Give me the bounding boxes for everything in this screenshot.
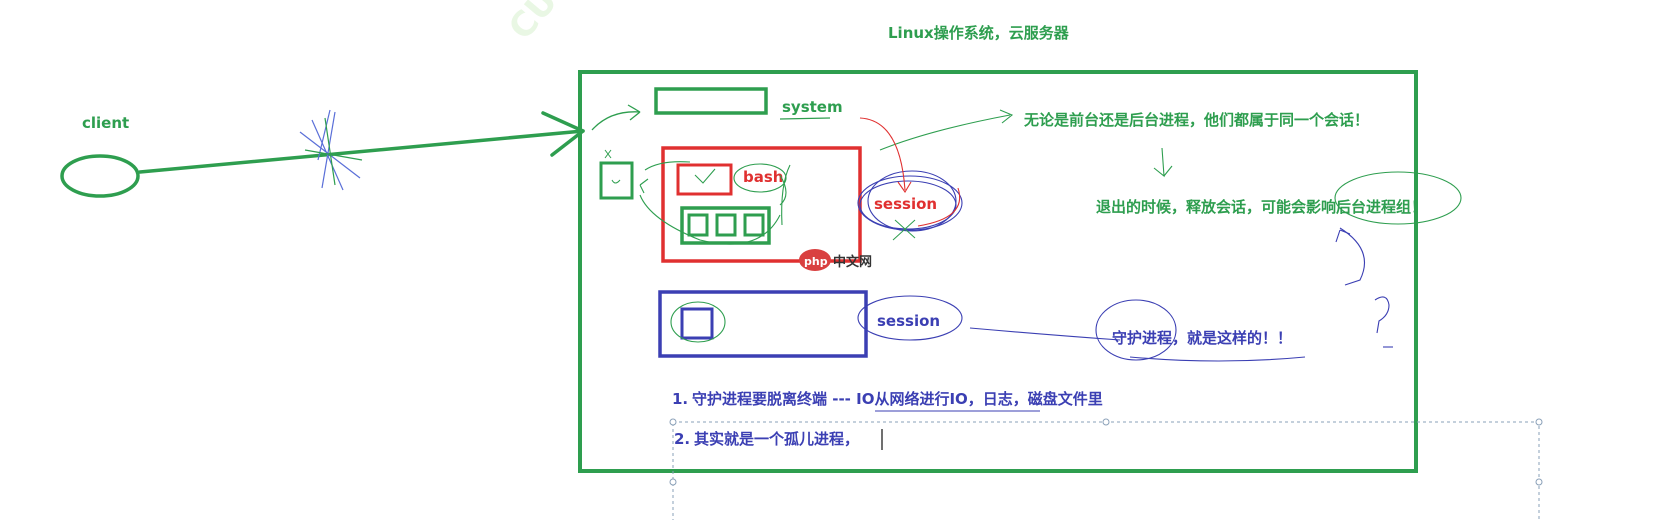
watermark-site: 中文网 bbox=[833, 254, 872, 270]
list-item-2-text: 其实就是一个孤儿进程， bbox=[694, 430, 859, 448]
client-label: client bbox=[82, 114, 129, 132]
bash-circle bbox=[733, 163, 787, 193]
php-watermark: php 中文网 bbox=[799, 249, 872, 271]
bash-label: bash bbox=[743, 168, 783, 186]
session-blue-scribble bbox=[857, 295, 1306, 362]
job-group-box bbox=[680, 206, 771, 245]
system-label: system bbox=[782, 98, 843, 116]
session-green-x bbox=[892, 219, 916, 241]
bash-box bbox=[676, 163, 733, 196]
small-arrow-top-left bbox=[591, 104, 641, 131]
disconnect-scribble-green bbox=[304, 117, 363, 186]
list-item-1-number: 1. bbox=[672, 390, 688, 408]
session-red-arrows bbox=[859, 117, 961, 227]
frame-handles bbox=[669, 418, 1543, 486]
job-3 bbox=[743, 213, 765, 237]
note-daemon: 守护进程，就是这样的！！ bbox=[1112, 329, 1292, 347]
session-red-scribble bbox=[857, 170, 963, 232]
client-connection-line bbox=[138, 129, 585, 174]
right-scribbles bbox=[1335, 227, 1393, 348]
left-x-mark bbox=[604, 149, 612, 159]
note-exit: 退出的时候，释放会话，可能会影响后台进程组！ bbox=[1096, 198, 1426, 216]
session-red-label: session bbox=[874, 195, 937, 213]
daemon-process-box bbox=[680, 307, 714, 340]
diagram-title: Linux操作系统，云服务器 bbox=[888, 24, 1070, 42]
note-foreground-background: 无论是前台还是后台进程，他们都属于同一个会话！ bbox=[1023, 111, 1369, 129]
watermark-logo: php bbox=[804, 255, 828, 268]
left-small-square bbox=[599, 161, 634, 200]
daemon-note-circle bbox=[1095, 299, 1177, 361]
green-scribble-arrows bbox=[639, 109, 1014, 245]
server-box bbox=[578, 70, 1418, 473]
system-box bbox=[654, 87, 768, 115]
job-1 bbox=[687, 213, 709, 237]
system-underline bbox=[779, 117, 831, 120]
exit-circle bbox=[1334, 171, 1462, 225]
daemon-circle bbox=[670, 301, 726, 343]
left-square-check bbox=[611, 179, 621, 184]
job-2 bbox=[715, 213, 737, 237]
list-item-1-text: 守护进程要脱离终端 --- IO从网络进行IO，日志，磁盘文件里 bbox=[692, 390, 1103, 408]
connection-arrowhead bbox=[541, 111, 585, 157]
client-ellipse bbox=[60, 154, 140, 198]
list-item-2-number: 2. bbox=[674, 430, 690, 448]
blue-session-box bbox=[658, 290, 868, 358]
down-arrow-note bbox=[1153, 147, 1173, 178]
faint-watermark: CU bbox=[501, 0, 565, 48]
session-blue-label: session bbox=[877, 312, 940, 330]
